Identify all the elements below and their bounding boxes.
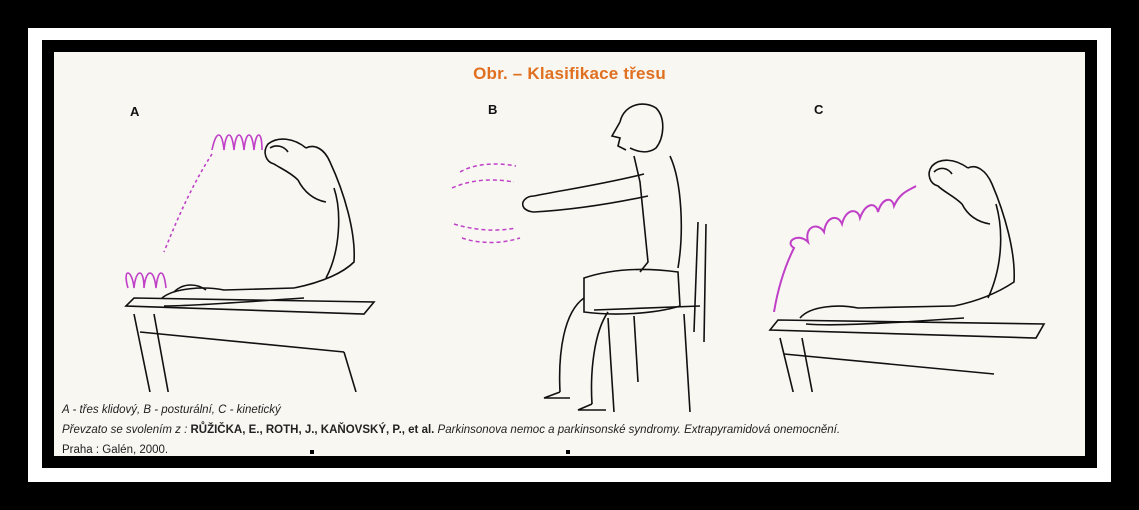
- resting-arm-on-table-illustration: [94, 92, 384, 392]
- arm-reaching-illustration: [754, 92, 1074, 392]
- caption-source: Převzato se svolením z : RŮŽIČKA, E., RO…: [62, 424, 840, 436]
- marker-dot: [310, 450, 314, 454]
- caption-source-authors: RŮŽIČKA, E., ROTH, J., KAŇOVSKÝ, P., et …: [190, 424, 434, 436]
- caption-source-prefix: Převzato se svolením z :: [62, 424, 190, 436]
- caption-publisher: Praha : Galén, 2000.: [62, 444, 168, 456]
- seated-man-arms-outstretched-illustration: [434, 92, 754, 432]
- marker-dot: [566, 450, 570, 454]
- caption-source-work: Parkinsonova nemoc a parkinsonské syndro…: [434, 424, 840, 436]
- caption-legend: A - třes klidový, B - posturální, C - ki…: [62, 404, 281, 416]
- figure-title: Obr. – Klasifikace třesu: [54, 64, 1085, 84]
- figure-panel: Obr. – Klasifikace třesu A B C: [54, 52, 1085, 456]
